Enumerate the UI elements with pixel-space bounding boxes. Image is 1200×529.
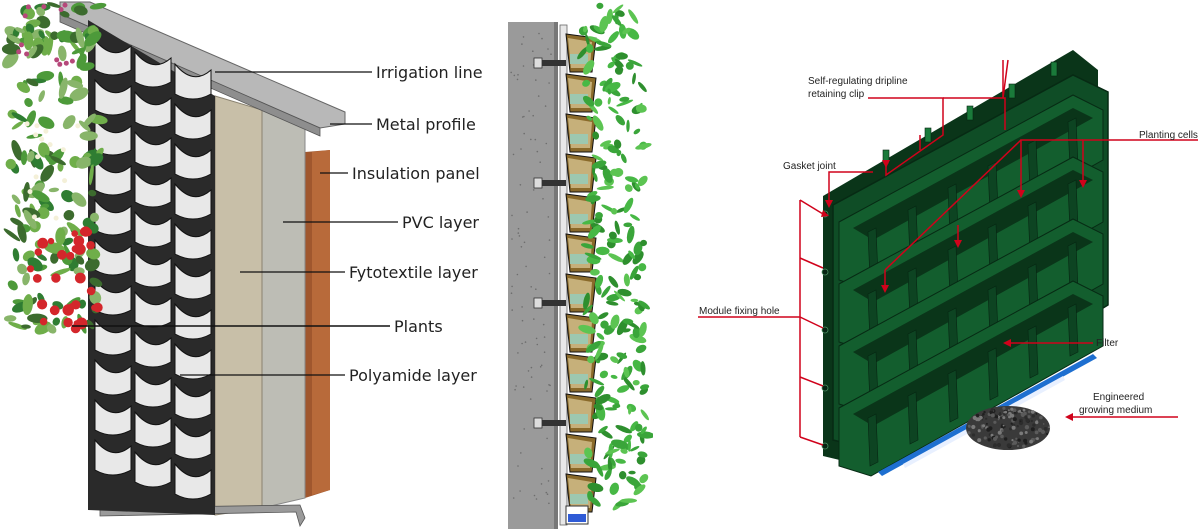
label-growing-medium-line1: Engineered [1093, 392, 1144, 403]
panel-modular-cells: Self-regulating dripline retaining clip … [698, 50, 1198, 477]
concrete-wall [508, 22, 554, 529]
label-fytotextile-layer: Fytotextile layer [349, 263, 478, 282]
felt-pockets [94, 38, 212, 500]
panel-felt-pocket-system: Irrigation line Metal profile Insulation… [1, 1, 483, 527]
label-dripline-clip-line2: retaining clip [808, 89, 865, 100]
label-plants: Plants [394, 317, 443, 336]
label-growing-medium-line2: growing medium [1079, 405, 1152, 416]
foliage-section [577, 2, 653, 511]
pvc-layer-shape [261, 109, 306, 509]
label-module-fixing-hole: Module fixing hole [699, 306, 780, 317]
label-dripline-clip-line1: Self-regulating dripline [808, 76, 908, 87]
label-planting-cells: Planting cells [1139, 130, 1198, 141]
label-irrigation-line: Irrigation line [376, 63, 483, 82]
label-gasket-joint: Gasket joint [783, 161, 836, 172]
fytotextile-layer-shape [214, 95, 263, 516]
panel-section-view [508, 2, 653, 529]
engineered-growing-medium-pile [966, 406, 1051, 450]
label-polyamide-layer: Polyamide layer [349, 366, 477, 385]
label-metal-profile: Metal profile [376, 115, 476, 134]
label-pvc-layer: PVC layer [402, 213, 479, 232]
plants-column [1, 2, 108, 335]
label-filter: Filter [1096, 338, 1119, 349]
label-insulation-panel: Insulation panel [352, 164, 480, 183]
